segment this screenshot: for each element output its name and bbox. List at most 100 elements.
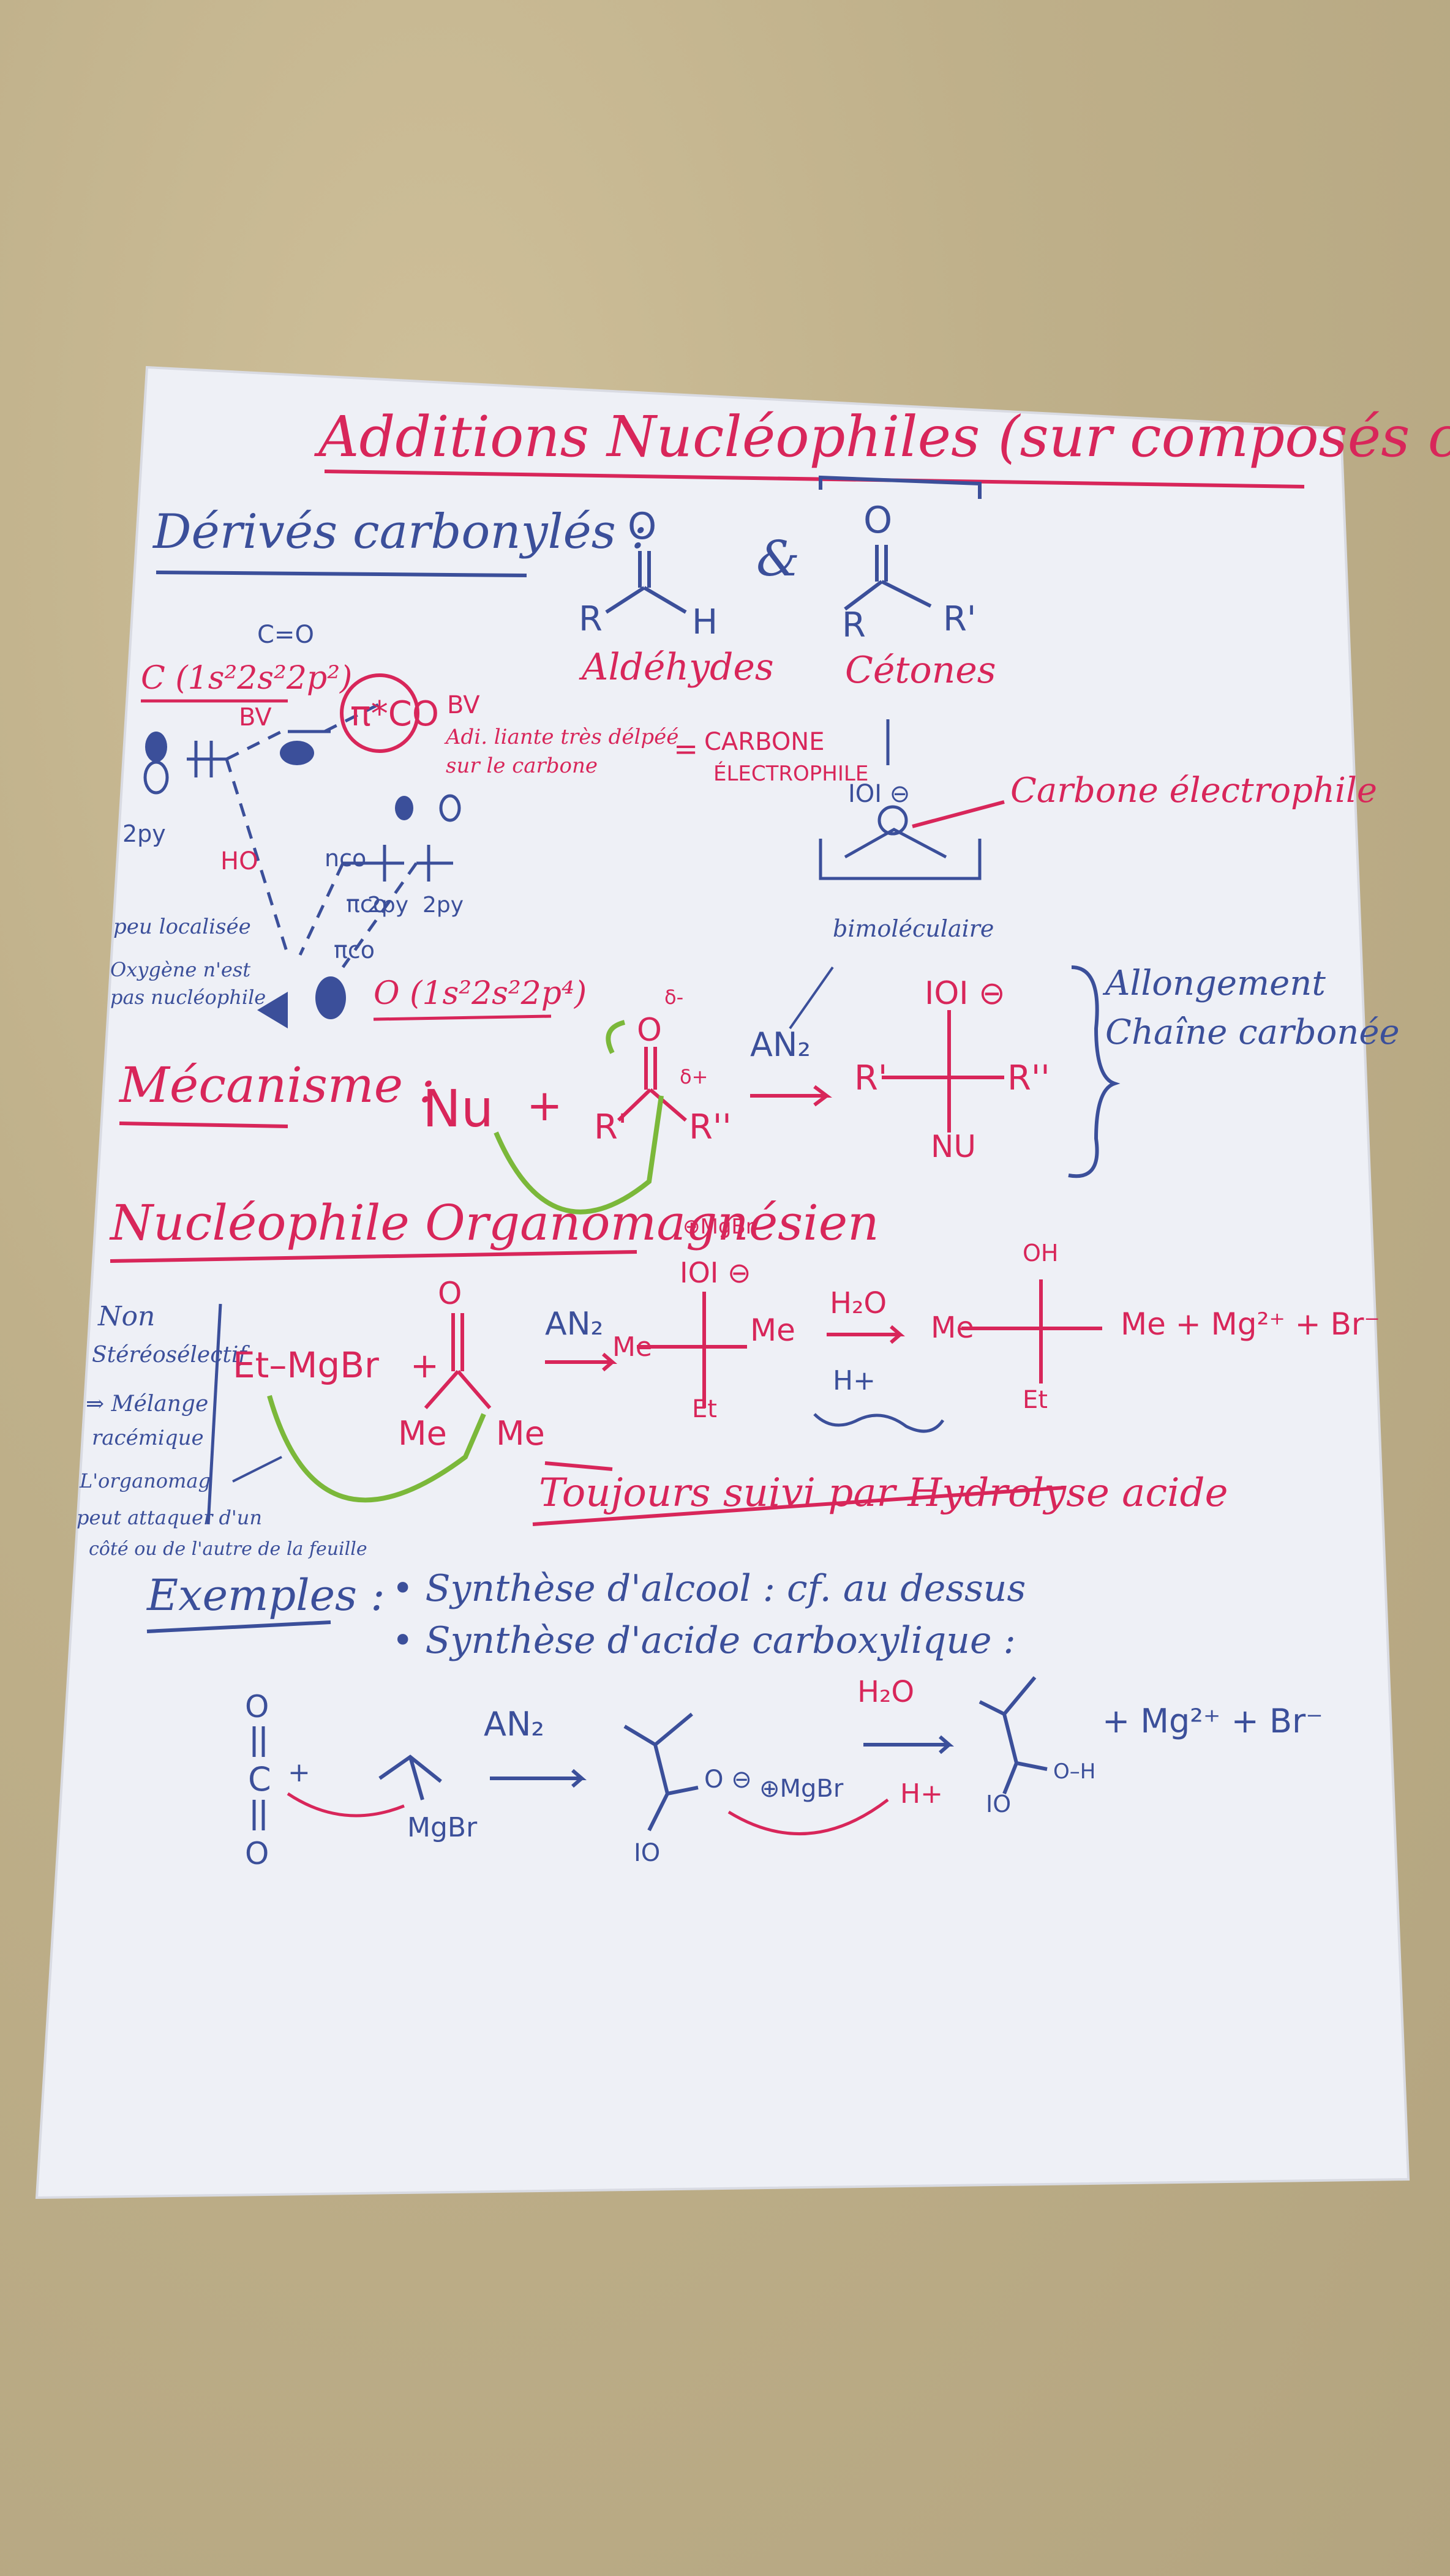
example-item-1: • Synthèse d'alcool : cf. au dessus [392, 1567, 1026, 1610]
svg-text:Et: Et [1023, 1386, 1048, 1414]
organomagnesien-heading: Nucléophile Organomagnésien [109, 1194, 879, 1251]
example-attack-arrow [287, 1792, 405, 1818]
svg-text:NU: NU [931, 1129, 976, 1164]
carbone-word: CARBONE [704, 728, 825, 756]
cetones-label: Cétones [845, 649, 996, 692]
svg-text:IO: IO [634, 1839, 660, 1867]
brace [1068, 965, 1121, 1178]
cco-label: C=O [257, 621, 314, 649]
isopropyl-grignard: MgBr [378, 1754, 478, 1843]
svg-text:O: O [628, 505, 656, 548]
alcohol-product: OH Me Et [931, 1240, 1102, 1414]
exemples-heading: Exemples : [146, 1570, 385, 1620]
svg-text:R'': R'' [1007, 1058, 1050, 1098]
energy-levels [187, 730, 453, 882]
mgbr-counterion: ⊕MgBr [683, 1215, 754, 1239]
aldehyde-structure: O R H [579, 505, 718, 642]
example-item-2: • Synthèse d'acide carboxylique : [392, 1619, 1016, 1662]
grignard-plus: + [410, 1346, 439, 1386]
nco-label: nco [325, 845, 366, 872]
section-heading-derives: Dérivés carbonylés : [152, 504, 647, 560]
pi-star-circle [340, 673, 419, 753]
two-py-left: 2py [122, 820, 166, 847]
plus-sign: + [527, 1080, 563, 1131]
bv-note-line1: Adi. liante très délpéé [444, 725, 678, 749]
bv-note-title: BV [447, 691, 480, 719]
non-stereo-4: racémique [92, 1426, 204, 1450]
svg-text:R: R [579, 599, 603, 639]
electrophile-word: ÉLECTROPHILE [713, 761, 868, 786]
co2-molecule: O C O [245, 1689, 271, 1871]
hplus-label-example: H+ [900, 1778, 943, 1810]
organomag-note-1: L'organomag [79, 1469, 211, 1492]
grignard-arrow-2 [827, 1325, 906, 1344]
alkoxide-intermediate: IOI ⊖ Me Me Et [612, 1256, 795, 1423]
svg-text:Me: Me [496, 1414, 545, 1453]
non-stereo-3: ⇒ Mélange [86, 1391, 208, 1417]
svg-text:Me: Me [612, 1331, 652, 1363]
svg-text:Me: Me [931, 1311, 974, 1345]
svg-text:R': R' [594, 1107, 627, 1147]
svg-text:OH: OH [1023, 1240, 1058, 1267]
svg-text:O: O [245, 1836, 269, 1871]
oxygene-note-2: pas nucléophile [110, 986, 266, 1009]
mecanisme-heading: Mécanisme : [118, 1057, 435, 1114]
pi-star-label: π*CO [350, 694, 439, 734]
peu-localisee-note: peu localisée [113, 915, 251, 939]
non-stereo-1: Non [97, 1301, 155, 1332]
organomag-note-2: peut attaquer d'un [77, 1506, 262, 1529]
ketone-substrate: O Me Me [398, 1276, 545, 1453]
two-py-a: 2py [367, 893, 408, 918]
paper-sheet [35, 365, 1410, 2200]
grignard-arrow-1 [545, 1352, 618, 1372]
nucleophile-nu: Nu [423, 1079, 494, 1139]
bimoleculaire-pointer [789, 966, 834, 1030]
svg-text:R': R' [943, 599, 976, 639]
two-py-b: 2py [423, 893, 464, 918]
oxygen-config: O (1s²2s²2p⁴) [374, 975, 587, 1012]
equals-sign: = [674, 732, 698, 766]
ampersand: & [756, 530, 800, 587]
bimoleculaire-label: bimoléculaire [833, 915, 994, 942]
svg-text:O ⊖: O ⊖ [704, 1765, 752, 1794]
an2-label-example: AN₂ [484, 1705, 544, 1743]
pi-co-label: πco [334, 937, 375, 964]
exemples-underline [146, 1620, 331, 1633]
svg-text:Et: Et [692, 1395, 717, 1423]
svg-text:C: C [248, 1760, 271, 1799]
an2-label-grignard: AN₂ [545, 1306, 603, 1342]
carbone-electrophile-label: Carbone électrophile [1010, 771, 1377, 811]
margin-divider [206, 1303, 222, 1525]
svg-text:O: O [245, 1689, 269, 1724]
heading-underline [156, 571, 527, 577]
ho-label: HO [220, 847, 258, 875]
grignard-attack-arrow [267, 1395, 486, 1503]
grignard-reagent: Et–MgBr [233, 1344, 379, 1386]
oxygene-note-1: Oxygène n'est [110, 958, 250, 981]
aldehydes-label: Aldéhydes [579, 646, 774, 689]
svg-text:IOI ⊖: IOI ⊖ [925, 975, 1005, 1012]
pi-co-upper: πco [346, 891, 387, 918]
svg-text:R'': R'' [689, 1107, 732, 1147]
non-stereo-2: Stéréosélectif [92, 1342, 250, 1368]
carbonyl-substrate: O δ- δ+ R' R'' [594, 986, 732, 1147]
chaine-carbonee-label: Chaîne carbonée [1105, 1013, 1400, 1052]
orbital-lobes [143, 732, 461, 1028]
page-title: Additions Nucléophiles (sur composés car… [314, 404, 1450, 470]
nucleophilic-attack-arrow [494, 1095, 664, 1215]
electrophile-arrow [912, 800, 1005, 828]
bv-label: BV [239, 703, 272, 732]
svg-text:O–H: O–H [1053, 1759, 1095, 1784]
mech-reaction-arrow [750, 1085, 832, 1107]
example-byproducts: + Mg²⁺ + Br⁻ [1102, 1702, 1323, 1740]
carboxylic-acid-product: IO O–H [979, 1676, 1095, 1818]
organomagnesien-underline [110, 1250, 637, 1263]
oxygen-config-underline [373, 1014, 552, 1021]
mecanisme-underline [119, 1121, 288, 1128]
svg-text:δ+: δ+ [680, 1065, 708, 1088]
svg-text:O: O [863, 499, 892, 542]
carboxylate-intermediate: IO O ⊖ [623, 1712, 752, 1867]
an2-label-mech: AN₂ [750, 1025, 811, 1064]
toujours-underline [532, 1486, 1066, 1526]
